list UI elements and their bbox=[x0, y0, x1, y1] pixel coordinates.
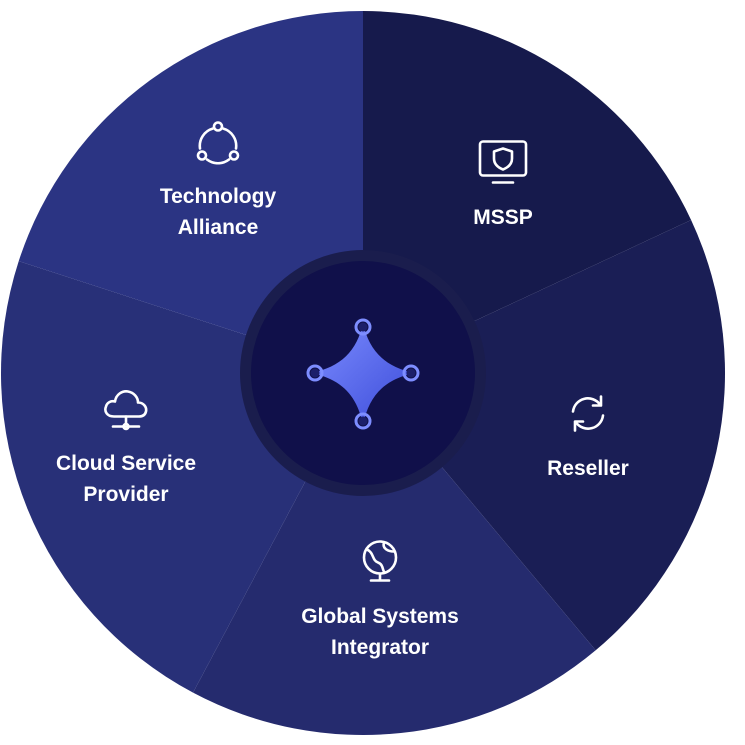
segment-technology-alliance bbox=[18, 11, 364, 373]
cloud-network-icon bbox=[101, 387, 151, 436]
segment-label-cloud-service-provider: Cloud Service Provider bbox=[55, 452, 197, 506]
segment-label-reseller: Reseller bbox=[547, 457, 629, 480]
connected-nodes-icon bbox=[195, 121, 241, 170]
segment-label-global-systems-integrator: Global Systems Integrator bbox=[301, 605, 459, 659]
globe-network-icon bbox=[358, 539, 402, 590]
refresh-arrows-icon bbox=[565, 394, 611, 439]
four-point-star-logo-icon bbox=[306, 318, 420, 430]
segment-label-mssp: MSSP bbox=[473, 206, 533, 229]
shield-monitor-icon bbox=[477, 139, 529, 192]
segment-reseller bbox=[363, 220, 725, 651]
segment-label-technology-alliance: Technology Alliance bbox=[159, 185, 277, 239]
